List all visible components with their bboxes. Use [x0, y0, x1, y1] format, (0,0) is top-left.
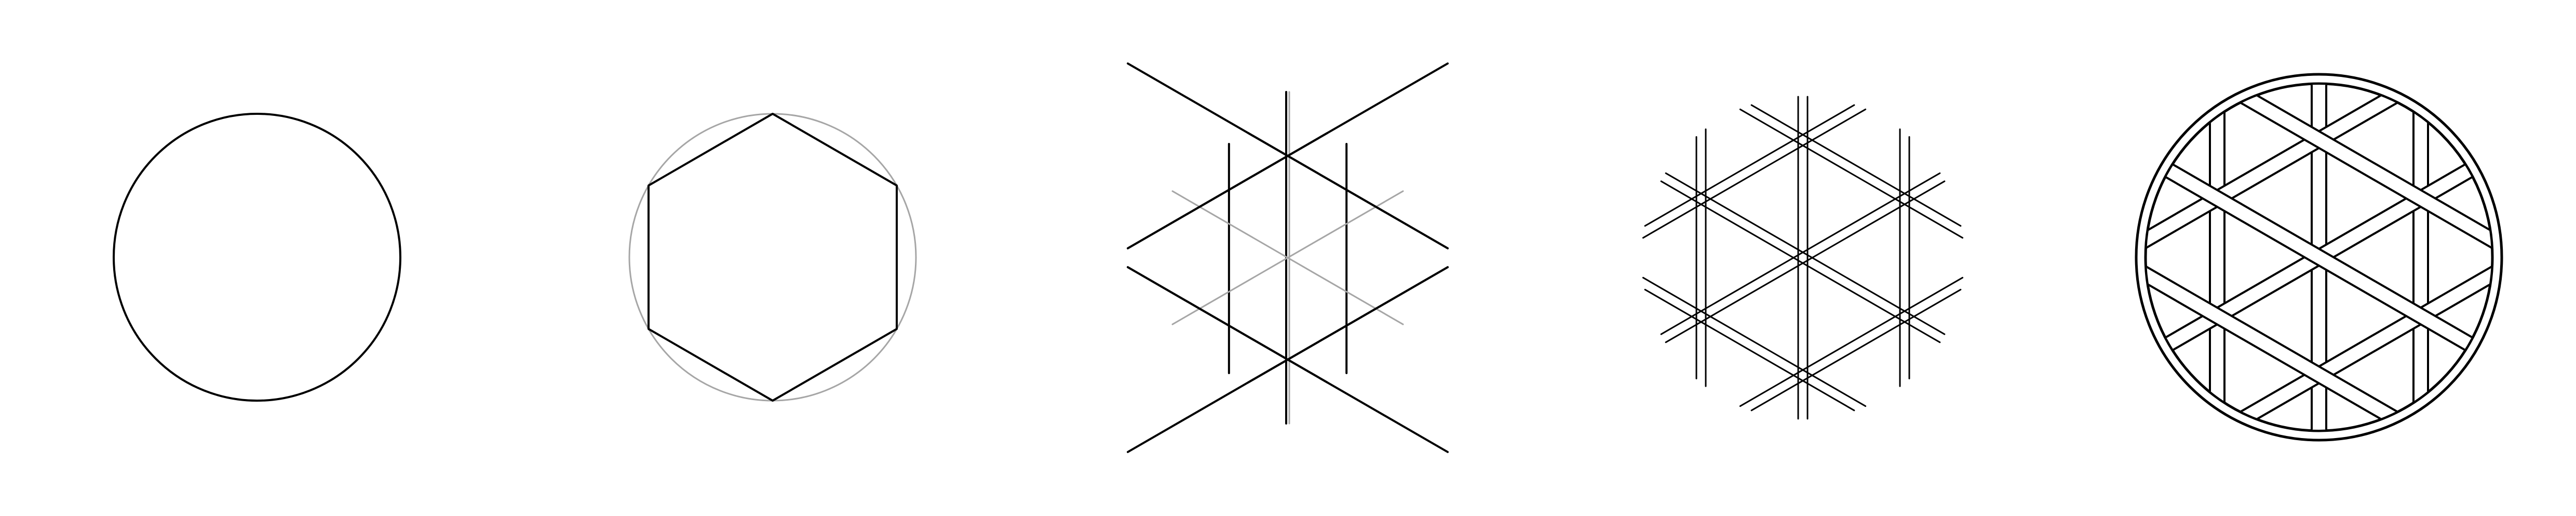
inner-ring [2144, 82, 2494, 432]
grid-line-double [1750, 288, 1962, 412]
grid-line-double [1642, 276, 1867, 407]
outline-circle [113, 113, 401, 402]
grid-line-double [1750, 104, 1962, 227]
hexagon [648, 113, 898, 402]
grid-line-sloped [1127, 62, 1449, 249]
weave-strip [2412, 85, 2429, 430]
grid-line-double [1660, 172, 1941, 335]
grid-line-double [1665, 180, 1946, 343]
grid-line-double [1644, 288, 1855, 412]
grid-line-double [1642, 108, 1867, 239]
grid-line-double [1644, 104, 1855, 227]
weave-strip [2203, 85, 2491, 270]
step-kagome-weave-medallion [2135, 73, 2503, 442]
weave-strip [2209, 85, 2226, 430]
weave-strip [2147, 244, 2435, 430]
step-double-line-grid [1642, 96, 1964, 420]
grid-line-double [1665, 172, 1946, 335]
grid-line-double [1739, 108, 1964, 239]
step-hexagram-grid [1127, 62, 1449, 453]
step-circle [113, 113, 401, 402]
grid-line-double [1660, 180, 1941, 343]
grid-line-sloped [1171, 190, 1404, 325]
grid-line-sloped [1127, 266, 1449, 453]
grid-line-double [1739, 276, 1964, 407]
outer-ring [2135, 73, 2503, 442]
step-hexagon-in-circle [628, 113, 917, 402]
weave-strips [2147, 85, 2491, 430]
